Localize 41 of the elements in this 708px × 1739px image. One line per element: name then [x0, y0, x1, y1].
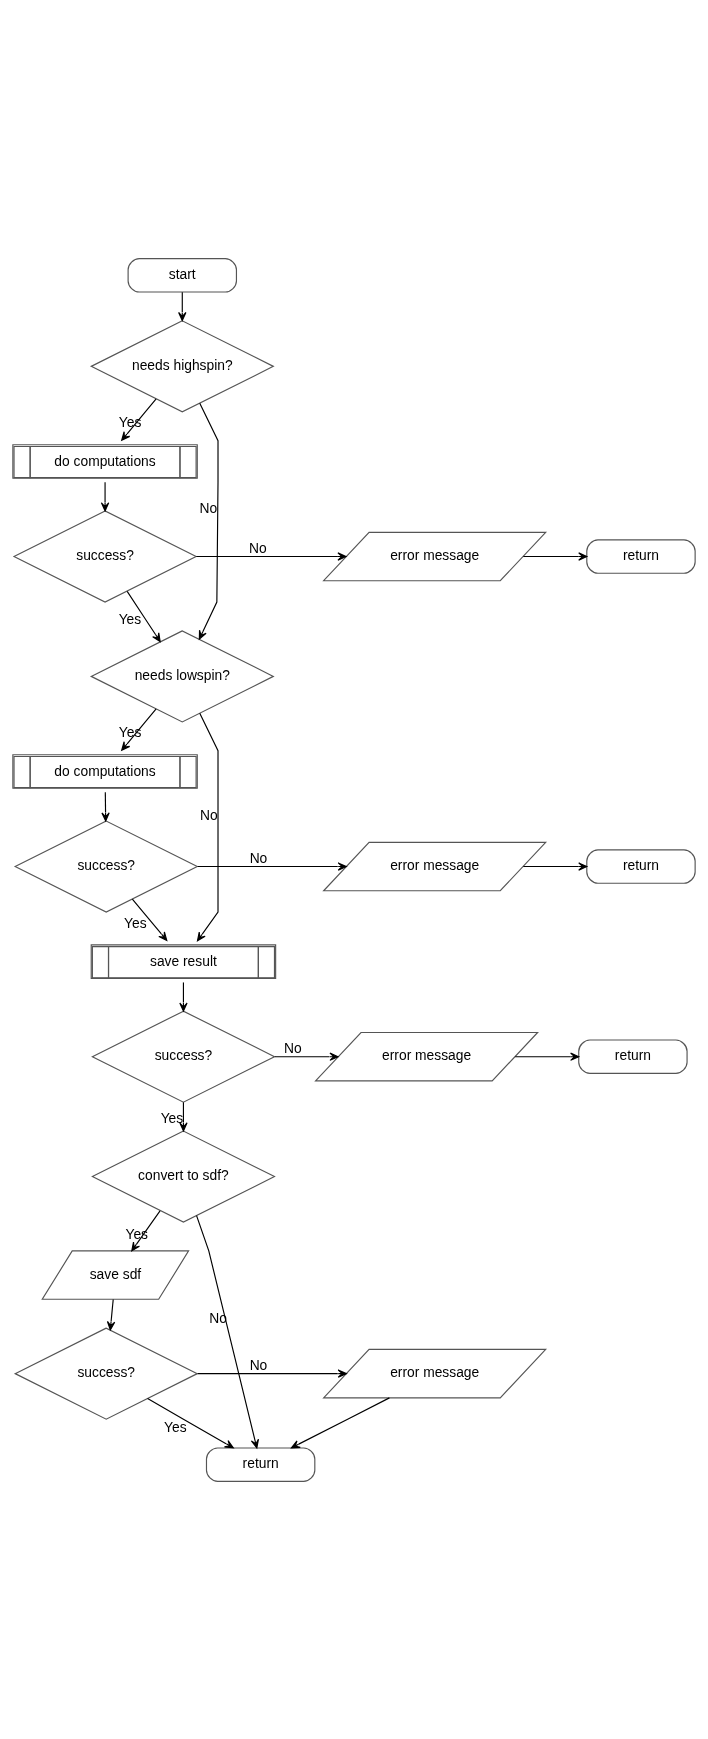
- node-box: return: [586, 848, 696, 884]
- node-box: return: [205, 1446, 316, 1482]
- edge-label: No: [199, 806, 218, 823]
- edge-label: Yes: [160, 1109, 184, 1126]
- arrow: [198, 402, 219, 640]
- arrow: [179, 1101, 188, 1131]
- edge-label: No: [284, 1039, 302, 1056]
- arrow: [514, 1052, 580, 1061]
- arrow: [274, 1052, 339, 1061]
- edge-label: No: [249, 539, 267, 556]
- node-diamond: success?: [91, 1010, 276, 1103]
- arrow: [100, 481, 110, 511]
- node-diamond: success?: [12, 509, 198, 603]
- arrow: [126, 590, 161, 642]
- arrow: [522, 861, 588, 871]
- node-box: return: [578, 1038, 688, 1074]
- arrow: [290, 1396, 390, 1448]
- arrow: [101, 791, 110, 821]
- arrow: [147, 1397, 234, 1448]
- node-diamond: needs highspin?: [89, 319, 275, 413]
- node-diamond: convert to sdf?: [91, 1129, 276, 1223]
- node-diamond: success?: [13, 819, 199, 913]
- edge-label: Yes: [124, 914, 147, 931]
- node-diamond: success?: [13, 1326, 199, 1420]
- node-box: start: [127, 257, 238, 293]
- arrow: [197, 861, 347, 871]
- arrow: [179, 981, 188, 1012]
- arrow: [195, 551, 347, 561]
- arrow: [131, 898, 168, 941]
- arrow: [196, 712, 219, 941]
- edge-label: No: [249, 849, 268, 866]
- edge-label: No: [199, 499, 218, 516]
- arrow: [178, 291, 187, 321]
- arrow: [522, 551, 588, 561]
- arrow: [106, 1298, 116, 1330]
- edge-label: Yes: [164, 1418, 187, 1435]
- edge-label: No: [249, 1356, 268, 1373]
- node-box: return: [586, 538, 696, 574]
- edge-label: Yes: [118, 610, 142, 627]
- arrow: [197, 1368, 347, 1378]
- arrow: [196, 1214, 260, 1448]
